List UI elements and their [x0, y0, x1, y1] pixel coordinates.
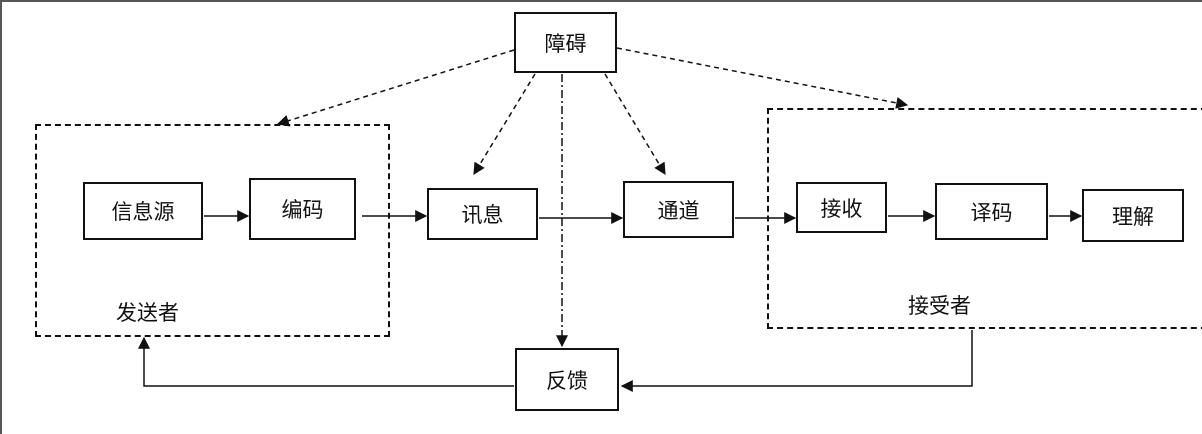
- encode-node: 编码: [249, 178, 356, 240]
- source-node: 信息源: [83, 182, 203, 240]
- barrier-node: 障碍: [514, 12, 617, 73]
- arrow-feedback-to-sender: [138, 336, 514, 387]
- noise-arrow-to-message: [473, 73, 536, 176]
- receiver-group: [767, 108, 1202, 329]
- receiver-group-label: 接受者: [908, 294, 971, 318]
- noise-arrow-to-receiver: [616, 47, 909, 109]
- noise-arrow-to-channel: [604, 73, 666, 176]
- noise-arrow-to-sender: [276, 49, 515, 127]
- understand-node: 理解: [1082, 189, 1184, 242]
- arrow-receiver-to-feedback: [620, 330, 973, 392]
- decode-node: 译码: [935, 183, 1048, 240]
- receive-node: 接收: [796, 182, 887, 233]
- sender-group-label: 发送者: [116, 301, 179, 325]
- message-node: 讯息: [427, 188, 538, 240]
- sender-group: [35, 124, 390, 337]
- channel-node: 通道: [623, 181, 734, 238]
- feedback-node: 反馈: [515, 348, 619, 411]
